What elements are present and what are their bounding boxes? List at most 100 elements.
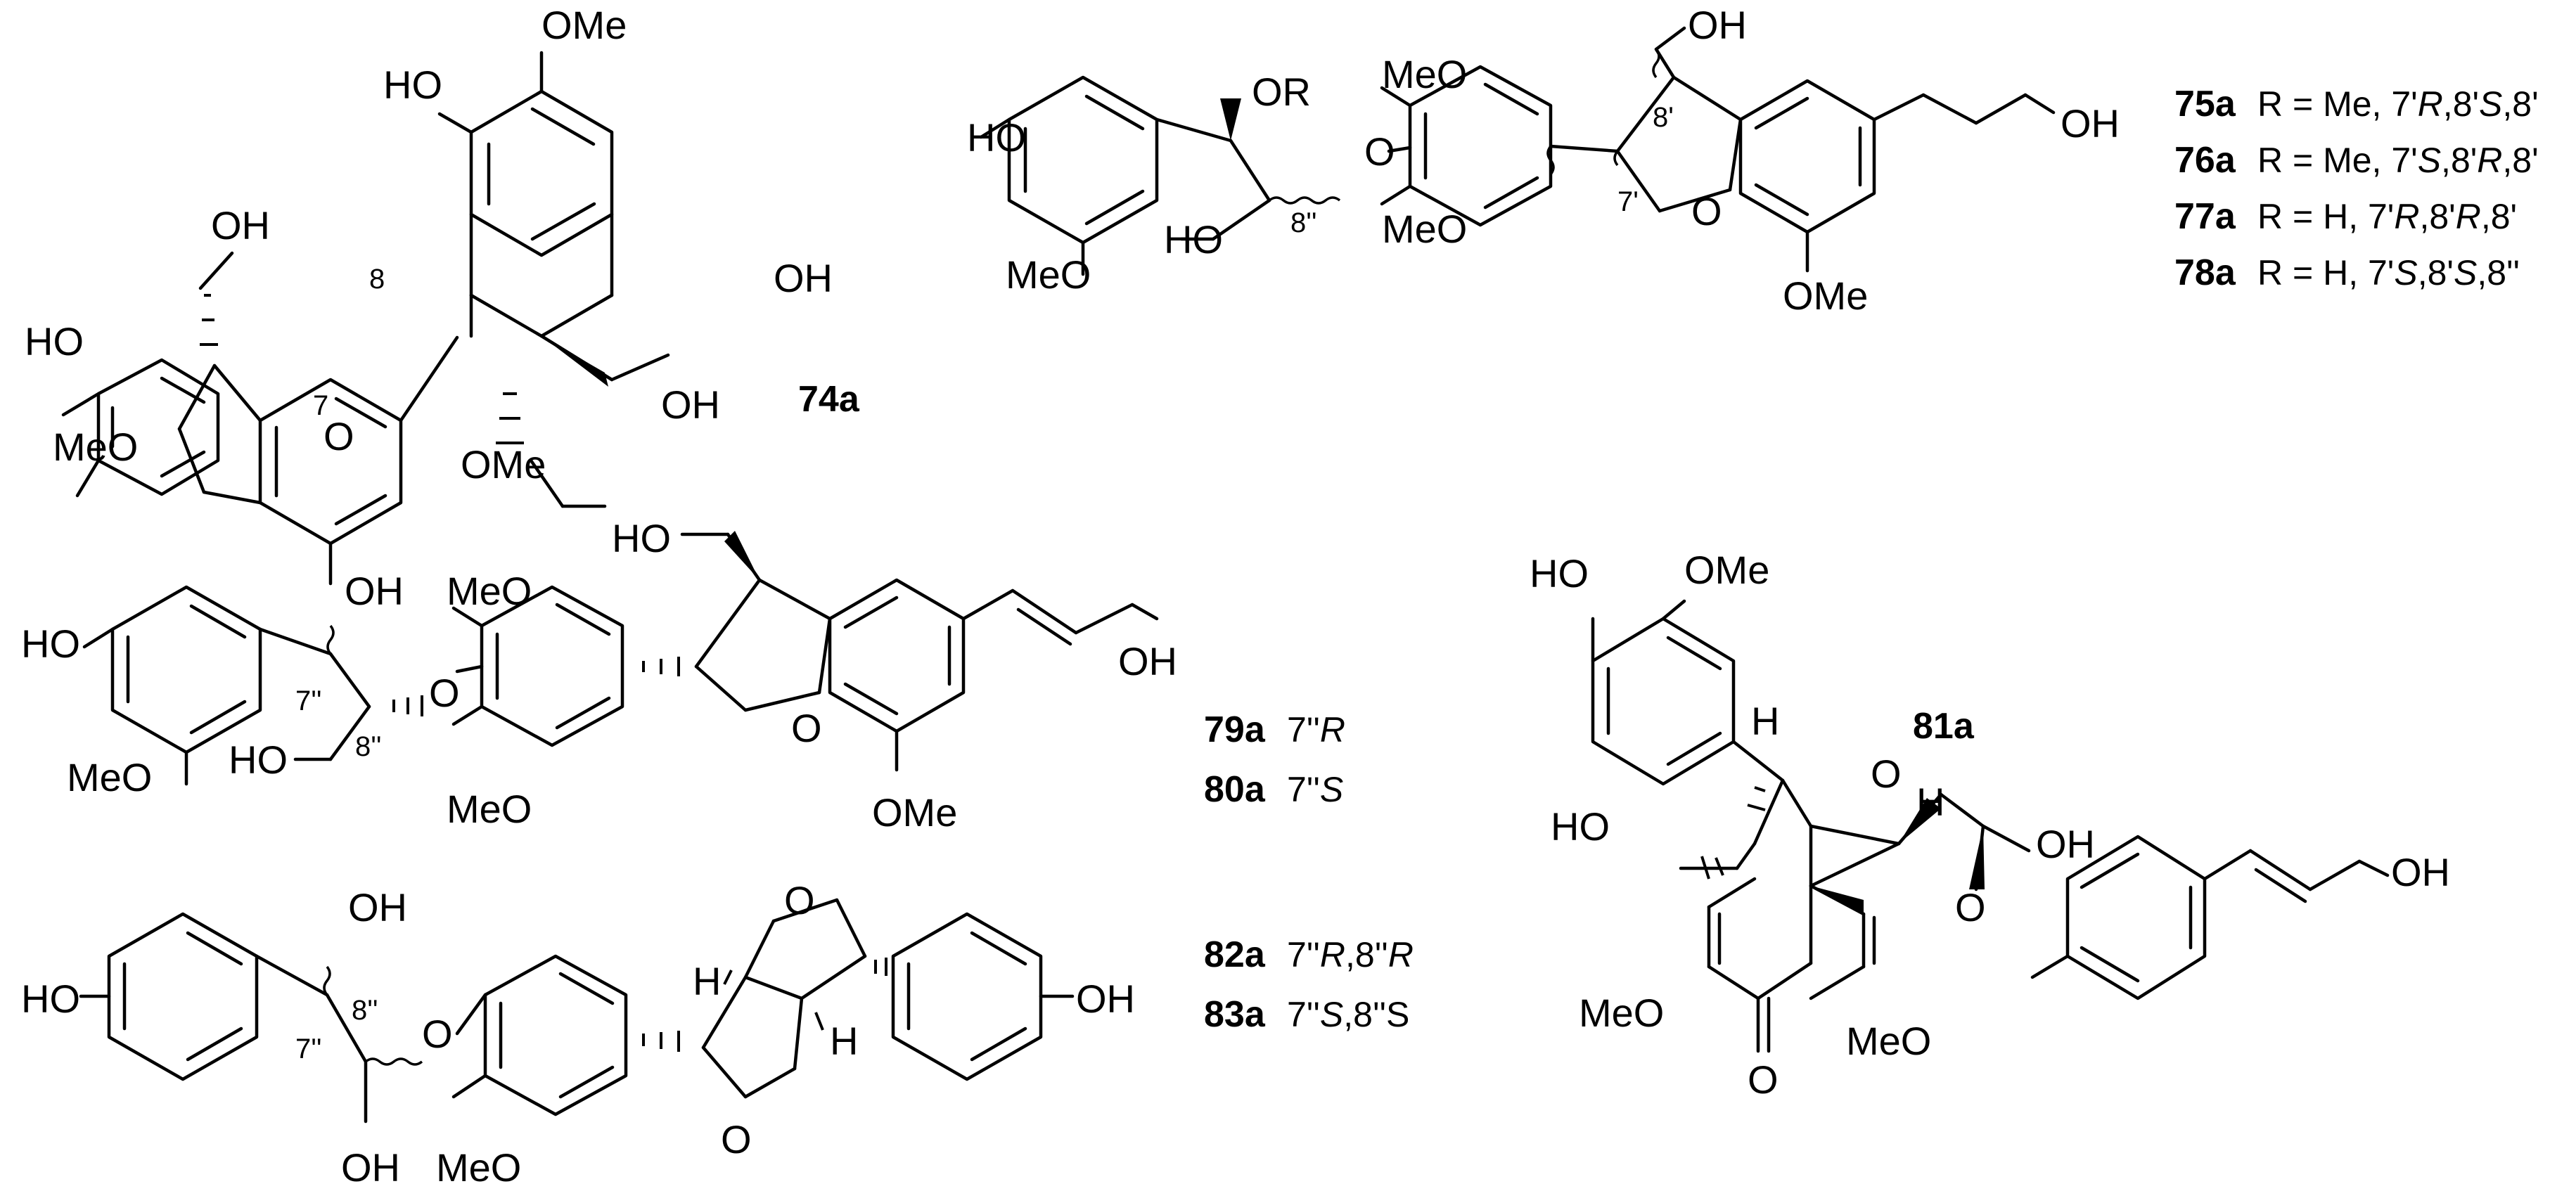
config-77a: R = H, 7'R,8'R,8' <box>2257 197 2517 236</box>
81a-ho-left: HO <box>1551 804 1610 849</box>
compound-74a-label: 74a <box>798 379 860 420</box>
79a-meo-bottom: MeO <box>447 787 532 831</box>
structure-75a-78a: HO MeO OR HO O MeO MeO O OH OH OMe 8'' 7… <box>967 3 2539 318</box>
79a-oh-right: OH <box>1118 639 1177 683</box>
structure-82a-83a: HO OH O OH MeO H O H O OH 7'' 8'' 82a 7'… <box>21 878 1414 1190</box>
config-83a: 7''S,8''S <box>1287 995 1409 1034</box>
compound-75a-label: 75a <box>2174 84 2236 124</box>
75a-oh-top: OH <box>1688 3 1747 47</box>
75a-ho-left: HO <box>967 115 1026 160</box>
74a-o-ring: O <box>323 414 354 458</box>
structure-74a: OMe HO OH OH HO MeO O OH OMe 7 8 74a <box>25 3 860 586</box>
82a-oh-c7pp: OH <box>348 885 407 929</box>
75a-o-ether: O <box>1364 129 1395 174</box>
config-75a: R = Me, 7'R,8'S,8' <box>2257 84 2539 124</box>
79a-ome-bottom: OMe <box>872 790 957 835</box>
74a-ho-top: HO <box>383 63 442 107</box>
79a-oh-c7pp: OH <box>345 569 404 613</box>
74a-oh-lower: OH <box>661 382 720 427</box>
81a-ho-top: HO <box>1530 551 1589 596</box>
compound-80a-label: 80a <box>1204 769 1266 810</box>
79a-o-ether: O <box>429 671 460 715</box>
74a-oh-right: OH <box>774 256 833 300</box>
75a-stereo <box>1220 48 1660 205</box>
79a-o-ring: O <box>791 706 822 750</box>
structure-81a: HO OMe H O H OH HO O MeO O MeO OH 81a <box>1530 548 2450 1102</box>
79a-ho-left: HO <box>21 622 80 666</box>
structure-79a-80a: OH HO MeO HO O MeO MeO HO O OH OMe 7'' 8… <box>21 516 1345 835</box>
82a-o-ether: O <box>422 1012 453 1056</box>
79a-atoms: OH HO MeO HO O MeO MeO HO O OH OMe 7'' 8… <box>21 516 1177 835</box>
74a-ho-left: HO <box>25 319 84 363</box>
82a-ho-left: HO <box>21 977 80 1021</box>
82a-meo-bottom: MeO <box>436 1145 521 1190</box>
81a-meo-right: MeO <box>1846 1019 1931 1063</box>
82a-bonds <box>79 898 1075 1124</box>
79a-ho-chain: HO <box>229 738 288 782</box>
81a-o-ring: O <box>1871 752 1902 796</box>
81a-ome-top: OMe <box>1684 548 1769 592</box>
74a-ome-bottom: OMe <box>461 442 546 487</box>
config-78a: R = H, 7'S,8'S,8'' <box>2257 253 2520 292</box>
75a-meo-bottom: MeO <box>1382 207 1467 251</box>
82a-h-left: H <box>693 959 721 1003</box>
79a-bonds <box>82 532 1159 786</box>
81a-meo-left: MeO <box>1579 991 1664 1035</box>
79a-locant-8pp: 8'' <box>355 731 382 762</box>
81a-h-top: H <box>1751 699 1779 743</box>
74a-locant-7: 7 <box>313 390 328 421</box>
74a-meo-left: MeO <box>53 425 138 469</box>
79a-meo-left: MeO <box>67 755 152 799</box>
82a-o-top: O <box>784 878 815 922</box>
81a-o-carbonyl: O <box>1748 1057 1779 1102</box>
75a-locant-7p: 7' <box>1617 186 1639 217</box>
74a-bonds <box>61 51 670 586</box>
79a-80a-legend: 79a 7''R 80a 7''S <box>1204 709 1345 810</box>
75a-locant-8p: 8' <box>1653 102 1674 133</box>
75a-locant-8pp: 8'' <box>1290 207 1317 238</box>
74a-atoms: OMe HO OH OH HO MeO O OH OMe 7 8 74a <box>25 3 860 487</box>
79a-ho-top: HO <box>612 516 671 560</box>
82a-atoms: HO OH O OH MeO H O H O OH 7'' 8'' <box>21 878 1135 1190</box>
79a-locant-7pp: 7'' <box>295 685 322 716</box>
config-76a: R = Me, 7'S,8'R,8' <box>2257 141 2539 180</box>
74a-ome-top: OMe <box>542 3 627 47</box>
75a-or: OR <box>1252 70 1311 114</box>
compound-83a-label: 83a <box>1204 994 1266 1035</box>
81a-atoms: HO OMe H O H OH HO O MeO O MeO OH 81a <box>1530 548 2450 1102</box>
compound-78a-label: 78a <box>2174 252 2236 293</box>
75a-78a-legend: 75a R = Me, 7'R,8'S,8' 76a R = Me, 7'S,8… <box>2174 84 2539 293</box>
config-82a: 7''R,8''R <box>1287 935 1414 974</box>
82a-locant-7pp: 7'' <box>295 1034 322 1064</box>
82a-oh-bottom: OH <box>341 1145 400 1190</box>
75a-meo-top: MeO <box>1382 52 1467 96</box>
75a-meo-left: MeO <box>1006 252 1091 297</box>
compound-79a-label: 79a <box>1204 709 1266 750</box>
82a-83a-legend: 82a 7''R,8''R 83a 7''S,8''S <box>1204 934 1414 1035</box>
81a-oh-right: OH <box>2036 822 2095 866</box>
82a-stereo <box>323 958 887 1066</box>
74a-oh-c8: OH <box>211 203 270 247</box>
81a-o-ether: O <box>1955 885 1986 929</box>
81a-oh-end: OH <box>2391 850 2450 894</box>
config-80a: 7''S <box>1287 770 1343 809</box>
82a-o-bottom: O <box>721 1117 752 1161</box>
82a-locant-8pp: 8'' <box>352 995 378 1026</box>
74a-stereo <box>200 291 608 444</box>
75a-ho-chain: HO <box>1164 217 1223 262</box>
compound-77a-label: 77a <box>2174 196 2236 237</box>
82a-oh-right: OH <box>1076 977 1135 1021</box>
config-79a: 7''R <box>1287 710 1345 749</box>
75a-o-ring: O <box>1691 189 1722 233</box>
81a-stereo <box>1700 786 1985 914</box>
82a-h-right: H <box>830 1019 858 1063</box>
compound-76a-label: 76a <box>2174 140 2236 181</box>
compound-81a-label: 81a <box>1913 706 1975 747</box>
75a-oh-right: OH <box>2061 101 2120 146</box>
79a-meo-top: MeO <box>447 569 532 613</box>
81a-bonds <box>1591 599 2390 1053</box>
81a-h-right: H <box>1916 780 1944 824</box>
75a-bonds <box>979 26 2056 276</box>
75a-atoms: HO MeO OR HO O MeO MeO O OH OH OMe 8'' 7… <box>967 3 2120 318</box>
